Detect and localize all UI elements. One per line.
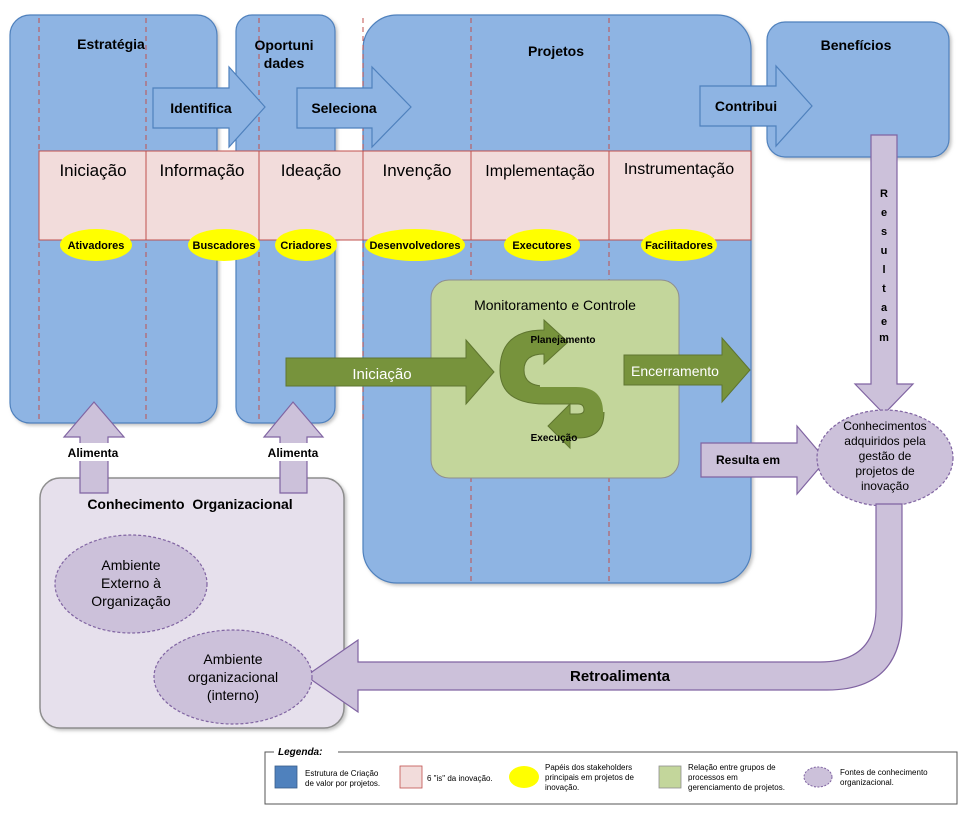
legend-title-bg <box>274 744 338 758</box>
resulta-letter-3: u <box>881 245 888 257</box>
internal-line-1: organizacional <box>188 669 278 685</box>
legend-item-5-line-0: Fontes de conhecimento <box>840 768 928 777</box>
encerramento-green-arrow <box>623 336 751 404</box>
role-ellipse-desenvolvedores <box>365 229 465 261</box>
six-is-band <box>38 150 752 241</box>
knowledge-acquired-text: Conhecimentos adquiridos pela gestão de … <box>843 419 926 493</box>
resulta-letter-5: t <box>882 283 886 295</box>
legend-swatch-pink <box>399 765 423 789</box>
resulta-letter-2: s <box>881 226 887 238</box>
legend-item-1-line-0: Estrutura de Criação <box>305 769 379 778</box>
legend-item-1-line-1: de valor por projetos. <box>305 779 380 788</box>
alimenta-label-right: Alimenta <box>268 446 319 460</box>
iniciacao-green-label: Iniciação <box>352 366 411 383</box>
is-implementacao: Implementação <box>485 163 594 180</box>
knowledge-line-2: gestão de <box>859 449 912 463</box>
role-ellipse-buscadores <box>188 229 260 261</box>
resulta-em-right-arrow <box>700 424 827 496</box>
cycle-s-shape <box>499 318 605 450</box>
internal-environment-ellipse <box>153 629 313 725</box>
resulta-letter-4: l <box>882 264 885 276</box>
role-facilitadores: Facilitadores <box>645 240 713 252</box>
alimenta-label-bg-left <box>56 443 132 461</box>
is-ideacao: Ideação <box>281 161 342 180</box>
internal-line-2: (interno) <box>207 687 259 703</box>
legend-item-3-line-2: inovação. <box>545 783 579 792</box>
knowledge-line-3: projetos de <box>855 464 915 478</box>
resulta-em-label: Resulta em <box>716 453 780 467</box>
monitoring-title: Monitoramento e Controle <box>474 297 636 313</box>
resulta-letter-6: a <box>881 302 888 314</box>
legend: Legenda: Estrutura de Criação de valor p… <box>264 744 958 805</box>
legend-swatch-blue <box>274 765 298 789</box>
legend-item-3-line-0: Papéis dos stakeholders <box>545 763 632 772</box>
retroalimenta-arrow <box>304 503 903 714</box>
projects-title: Projetos <box>528 43 584 59</box>
process-cycle-icon <box>499 318 605 450</box>
role-executores: Executores <box>512 240 571 252</box>
alimenta-label-bg-right <box>256 443 332 461</box>
external-line-0: Ambiente <box>101 557 160 573</box>
alimenta-label-left: Alimenta <box>68 446 119 460</box>
legend-swatch-yellow <box>509 766 539 788</box>
role-ellipse-ativadores <box>60 229 132 261</box>
strategy-title: Estratégia <box>77 36 145 52</box>
knowledge-line-1: adquiridos pela <box>844 434 926 448</box>
knowledge-line-0: Conhecimentos <box>843 419 926 433</box>
resulta-letter-0: R <box>880 188 888 200</box>
legend-item-3-line-1: principais em projetos de <box>545 773 634 782</box>
role-ellipse-facilitadores <box>641 229 717 261</box>
seleciona-label: Seleciona <box>311 100 377 116</box>
external-environment-ellipse <box>54 534 208 634</box>
resulta-letter-9: m <box>879 332 889 344</box>
knowledge-line-4: inovação <box>861 479 909 493</box>
internal-line-0: Ambiente <box>203 651 262 667</box>
role-ellipse-criadores <box>275 229 337 261</box>
legend-title: Legenda: <box>278 747 322 758</box>
is-instrumentacao: Instrumentação <box>624 161 734 178</box>
identifica-label: Identifica <box>170 100 232 116</box>
benefits-title: Benefícios <box>821 37 892 53</box>
role-ellipse-executores <box>504 229 580 261</box>
legend-box <box>264 751 958 805</box>
resulta-em-vertical-text: R e s u l t a e m <box>879 188 889 344</box>
organizational-knowledge-title: Conhecimento Organizacional <box>87 496 292 512</box>
resulta-letter-8: e <box>881 316 887 328</box>
legend-swatch-green <box>658 765 682 789</box>
legend-item-5-line-1: organizacional. <box>840 778 894 787</box>
legend-swatch-lavender <box>803 766 833 788</box>
resulta-em-down-arrow <box>853 134 915 415</box>
encerramento-label: Encerramento <box>631 363 719 379</box>
legend-item-2-line-0: 6 "is" da inovação. <box>427 774 493 783</box>
external-line-2: Organização <box>91 593 171 609</box>
six-is-dividers <box>145 151 610 240</box>
execucao-label: Execução <box>531 433 578 444</box>
role-ativadores: Ativadores <box>68 240 125 252</box>
resulta-letter-1: e <box>881 207 887 219</box>
role-criadores: Criadores <box>280 240 331 252</box>
legend-item-4-line-2: gerenciamento de projetos. <box>688 783 785 792</box>
iniciacao-green-arrow <box>285 338 495 406</box>
contribui-arrow <box>699 64 813 148</box>
legend-item-4-line-0: Relação entre grupos de <box>688 763 776 772</box>
role-buscadores: Buscadores <box>193 240 256 252</box>
opportunities-title-1: Oportuni <box>254 37 313 53</box>
is-informacao: Informação <box>159 161 244 180</box>
is-invencao: Invenção <box>383 161 452 180</box>
external-line-1: Externo à <box>101 575 161 591</box>
is-iniciacao: Iniciação <box>59 161 126 180</box>
seleciona-arrow <box>296 65 412 149</box>
opportunities-title-2: dades <box>264 55 305 71</box>
cycle-s-highlight <box>540 385 605 413</box>
retroalimenta-label: Retroalimenta <box>570 668 671 685</box>
identifica-arrow <box>152 65 266 149</box>
legend-item-4-line-1: processos em <box>688 773 738 782</box>
role-desenvolvedores: Desenvolvedores <box>369 240 460 252</box>
planejamento-label: Planejamento <box>530 335 595 346</box>
contribui-label: Contribui <box>715 98 777 114</box>
